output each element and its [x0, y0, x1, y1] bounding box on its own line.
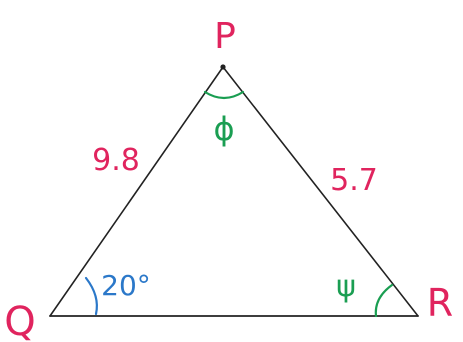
- side-label-pq: 9.8: [92, 143, 140, 178]
- angle-label-r: ψ: [336, 269, 356, 304]
- angle-arc-r: [374, 283, 394, 318]
- angle-label-p: ϕ: [213, 110, 234, 148]
- angle-arc-p: [203, 90, 245, 100]
- triangle-edges: [49, 66, 419, 317]
- vertex-label-r: R: [427, 281, 453, 325]
- side-label-pr: 5.7: [330, 163, 378, 198]
- edge-pr: [222, 66, 419, 317]
- edge-pq: [49, 66, 224, 317]
- vertex-p-dot: [220, 64, 226, 70]
- vertex-label-q: Q: [4, 299, 35, 342]
- angle-label-q: 20°: [101, 269, 151, 302]
- vertex-label-p: P: [214, 16, 236, 57]
- angle-arc-q: [84, 276, 98, 316]
